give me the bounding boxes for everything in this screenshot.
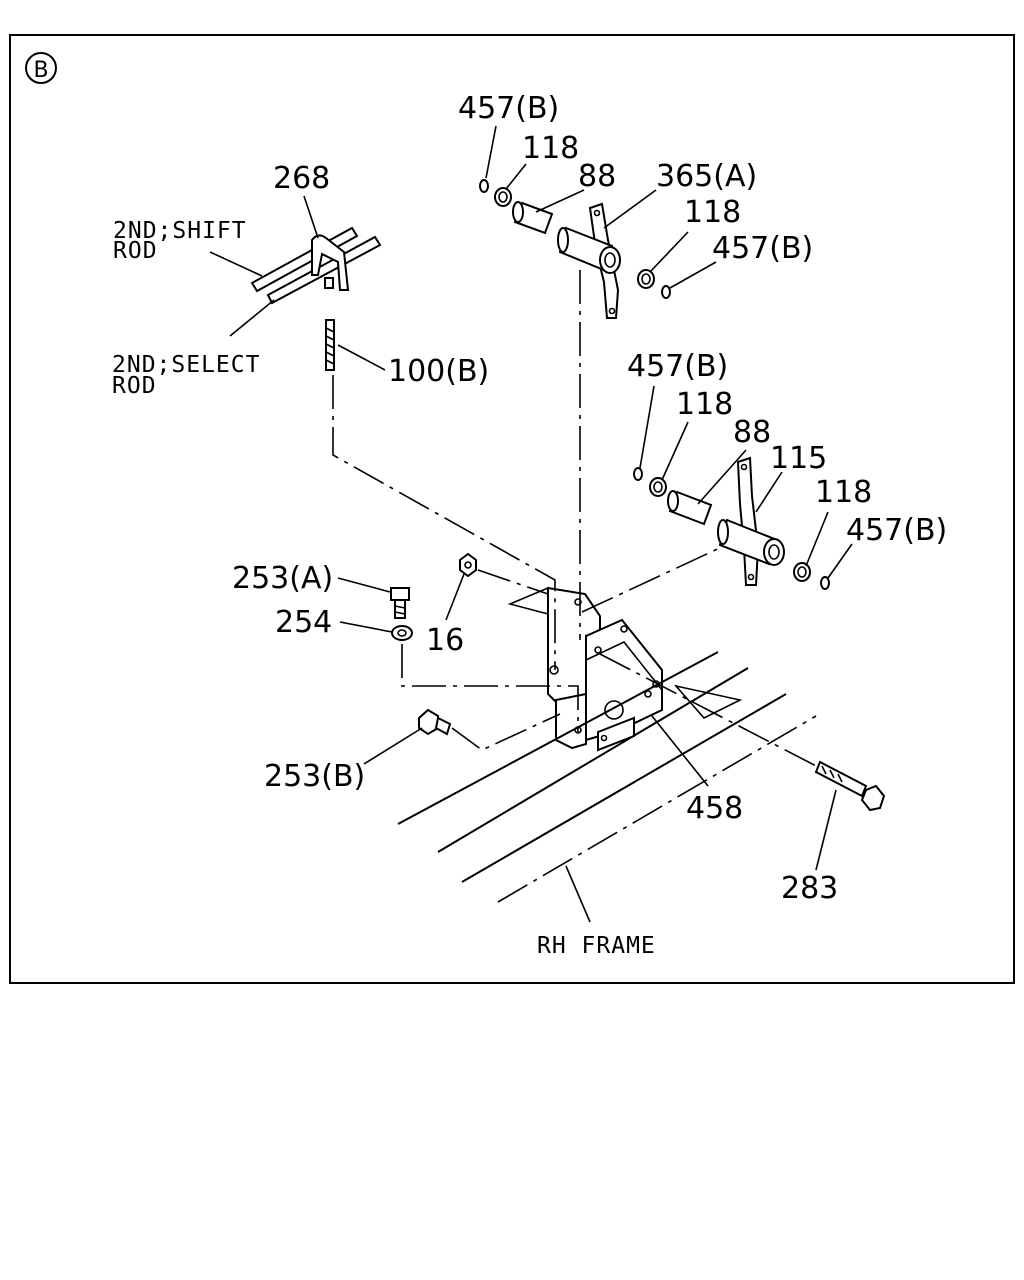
label-457b-2: 457(B) [712, 231, 813, 266]
label-shift-rod-1: 2ND;SHIFT [113, 218, 247, 244]
part-labels: 457(B) 118 88 365(A) 118 457(B) 268 2ND;… [112, 91, 947, 959]
label-253b: 253(B) [264, 759, 365, 794]
pin-88-middle [667, 490, 713, 526]
snap-ring-457b-upper-right [661, 285, 671, 299]
bushing-118-middle-left [649, 477, 667, 497]
rod-assembly [250, 226, 382, 371]
snap-ring-457b-middle-left [633, 467, 643, 481]
lever-assembly-365a [479, 179, 671, 319]
svg-text:B: B [33, 58, 48, 83]
label-88-1: 88 [578, 159, 616, 194]
lever-365a [557, 202, 621, 319]
stud-100b [325, 319, 335, 371]
bushing-118-upper-right [637, 269, 655, 289]
label-select-rod-1: 2ND;SELECT [112, 352, 260, 378]
label-select-rod-2: ROD [112, 373, 157, 399]
nut-16 [459, 552, 477, 578]
label-283: 283 [781, 871, 838, 906]
label-457b-1: 457(B) [458, 91, 559, 126]
label-457b-3: 457(B) [627, 349, 728, 384]
label-253a: 253(A) [232, 561, 333, 596]
bolt-283 [814, 760, 886, 812]
label-100b: 100(B) [388, 354, 489, 389]
label-shift-rod-2: ROD [113, 238, 158, 264]
lever-assembly-115 [633, 456, 830, 590]
bolt-253b [418, 708, 452, 736]
diagram-border [9, 34, 1015, 984]
label-118-3: 118 [676, 387, 733, 422]
snap-ring-457b-middle-right [820, 576, 830, 590]
label-365a: 365(A) [656, 159, 757, 194]
label-88-2: 88 [733, 415, 771, 450]
bushing-118-upper-left [494, 187, 512, 207]
bolt-253a [390, 587, 410, 619]
label-16: 16 [426, 623, 464, 658]
alignment-lines [332, 270, 821, 769]
label-254: 254 [275, 605, 332, 640]
lever-115 [717, 456, 785, 586]
bushing-118-middle-right [793, 562, 811, 582]
bracket-458 [507, 586, 743, 752]
pin-88-upper [512, 201, 554, 235]
washer-254 [391, 625, 413, 641]
label-118-2: 118 [684, 195, 741, 230]
snap-ring-457b-upper-left [479, 179, 489, 193]
leader-lines [209, 125, 853, 923]
label-rh-frame: RH FRAME [537, 933, 656, 959]
view-marker: B [25, 52, 57, 84]
label-457b-4: 457(B) [846, 513, 947, 548]
label-458: 458 [686, 791, 743, 826]
clamp-268 [311, 234, 350, 291]
rh-frame [397, 651, 817, 903]
label-118-1: 118 [522, 131, 579, 166]
label-115: 115 [770, 441, 827, 476]
label-268: 268 [273, 161, 330, 196]
label-118-4: 118 [815, 475, 872, 510]
